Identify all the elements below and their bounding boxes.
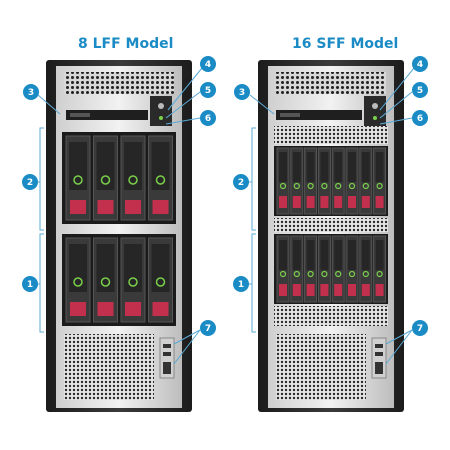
sff-power-button [372, 103, 378, 109]
callout-lff-2: 2 [22, 174, 38, 190]
callout-lff-5: 5 [200, 82, 216, 98]
lff-drive-tray[interactable] [148, 237, 173, 323]
callout-sff-2: 2 [233, 174, 249, 190]
sff-front-panel [364, 96, 386, 126]
sff-drive-tray[interactable] [345, 235, 359, 303]
sff-drive-tray[interactable] [359, 235, 373, 303]
lff-drive-tray[interactable] [93, 237, 118, 323]
lff-model-title: 8 LFF Model [78, 36, 174, 52]
lff-top-vent [64, 72, 174, 94]
sff-server [258, 60, 404, 412]
svg-text:5: 5 [205, 86, 211, 96]
sff-top-vent [276, 72, 386, 94]
svg-text:7: 7 [205, 324, 211, 334]
sff-drive-tray[interactable] [317, 147, 331, 215]
lff-optical-drive [66, 110, 148, 120]
callout-markers: 1 2 3 4 5 6 7 1 2 3 4 5 6 7 [22, 56, 428, 336]
callout-sff-3: 3 [234, 84, 250, 100]
lff-drive-tray[interactable] [93, 135, 118, 221]
svg-text:7: 7 [417, 324, 423, 334]
sff-health-led [373, 116, 377, 120]
callout-sff-1: 1 [233, 276, 249, 292]
callout-sff-5: 5 [412, 82, 428, 98]
svg-text:2: 2 [238, 178, 244, 188]
svg-text:4: 4 [205, 60, 211, 70]
svg-text:4: 4 [417, 60, 423, 70]
sff-model-title: 16 SFF Model [292, 36, 399, 52]
lff-power-button [158, 103, 164, 109]
svg-text:3: 3 [239, 88, 245, 98]
svg-text:5: 5 [417, 86, 423, 96]
lff-bottom-vent [64, 334, 154, 400]
sff-vent-strip-upper [274, 126, 388, 144]
sff-optical-drive [276, 110, 362, 120]
svg-text:2: 2 [27, 178, 33, 188]
sff-vent-strip-lower [274, 306, 388, 326]
callout-lff-1: 1 [22, 276, 38, 292]
callout-lff-6: 6 [200, 110, 216, 126]
lff-drive-tray[interactable] [65, 135, 91, 221]
callout-lff-4: 4 [200, 56, 216, 72]
sff-drive-tray[interactable] [276, 147, 290, 215]
lff-drive-tray[interactable] [148, 135, 173, 221]
svg-text:6: 6 [205, 114, 211, 124]
lff-front-panel [150, 96, 172, 126]
sff-drive-tray[interactable] [359, 147, 373, 215]
callout-sff-7: 7 [412, 320, 428, 336]
sff-drive-tray[interactable] [304, 147, 318, 215]
lff-health-led [159, 116, 163, 120]
sff-drive-tray[interactable] [331, 147, 345, 215]
sff-drive-tray[interactable] [290, 235, 304, 303]
svg-text:1: 1 [238, 280, 244, 290]
callout-sff-4: 4 [412, 56, 428, 72]
callout-lff-3: 3 [23, 84, 39, 100]
callout-sff-6: 6 [412, 110, 428, 126]
lff-drive-tray[interactable] [65, 237, 91, 323]
lff-drive-tray[interactable] [120, 237, 146, 323]
sff-drive-tray[interactable] [317, 235, 331, 303]
lff-server [46, 60, 192, 412]
svg-text:3: 3 [28, 88, 34, 98]
sff-bottom-vent [276, 334, 366, 400]
sff-drive-tray[interactable] [345, 147, 359, 215]
lff-drive-tray[interactable] [120, 135, 146, 221]
svg-text:1: 1 [27, 280, 33, 290]
callout-lff-7: 7 [200, 320, 216, 336]
sff-vent-strip-middle [274, 218, 388, 232]
svg-text:6: 6 [417, 114, 423, 124]
sff-drive-tray[interactable] [276, 235, 290, 303]
sff-drive-tray[interactable] [373, 235, 387, 303]
sff-drive-tray[interactable] [373, 147, 387, 215]
sff-drive-tray[interactable] [331, 235, 345, 303]
sff-drive-tray[interactable] [304, 235, 318, 303]
sff-drive-tray[interactable] [290, 147, 304, 215]
